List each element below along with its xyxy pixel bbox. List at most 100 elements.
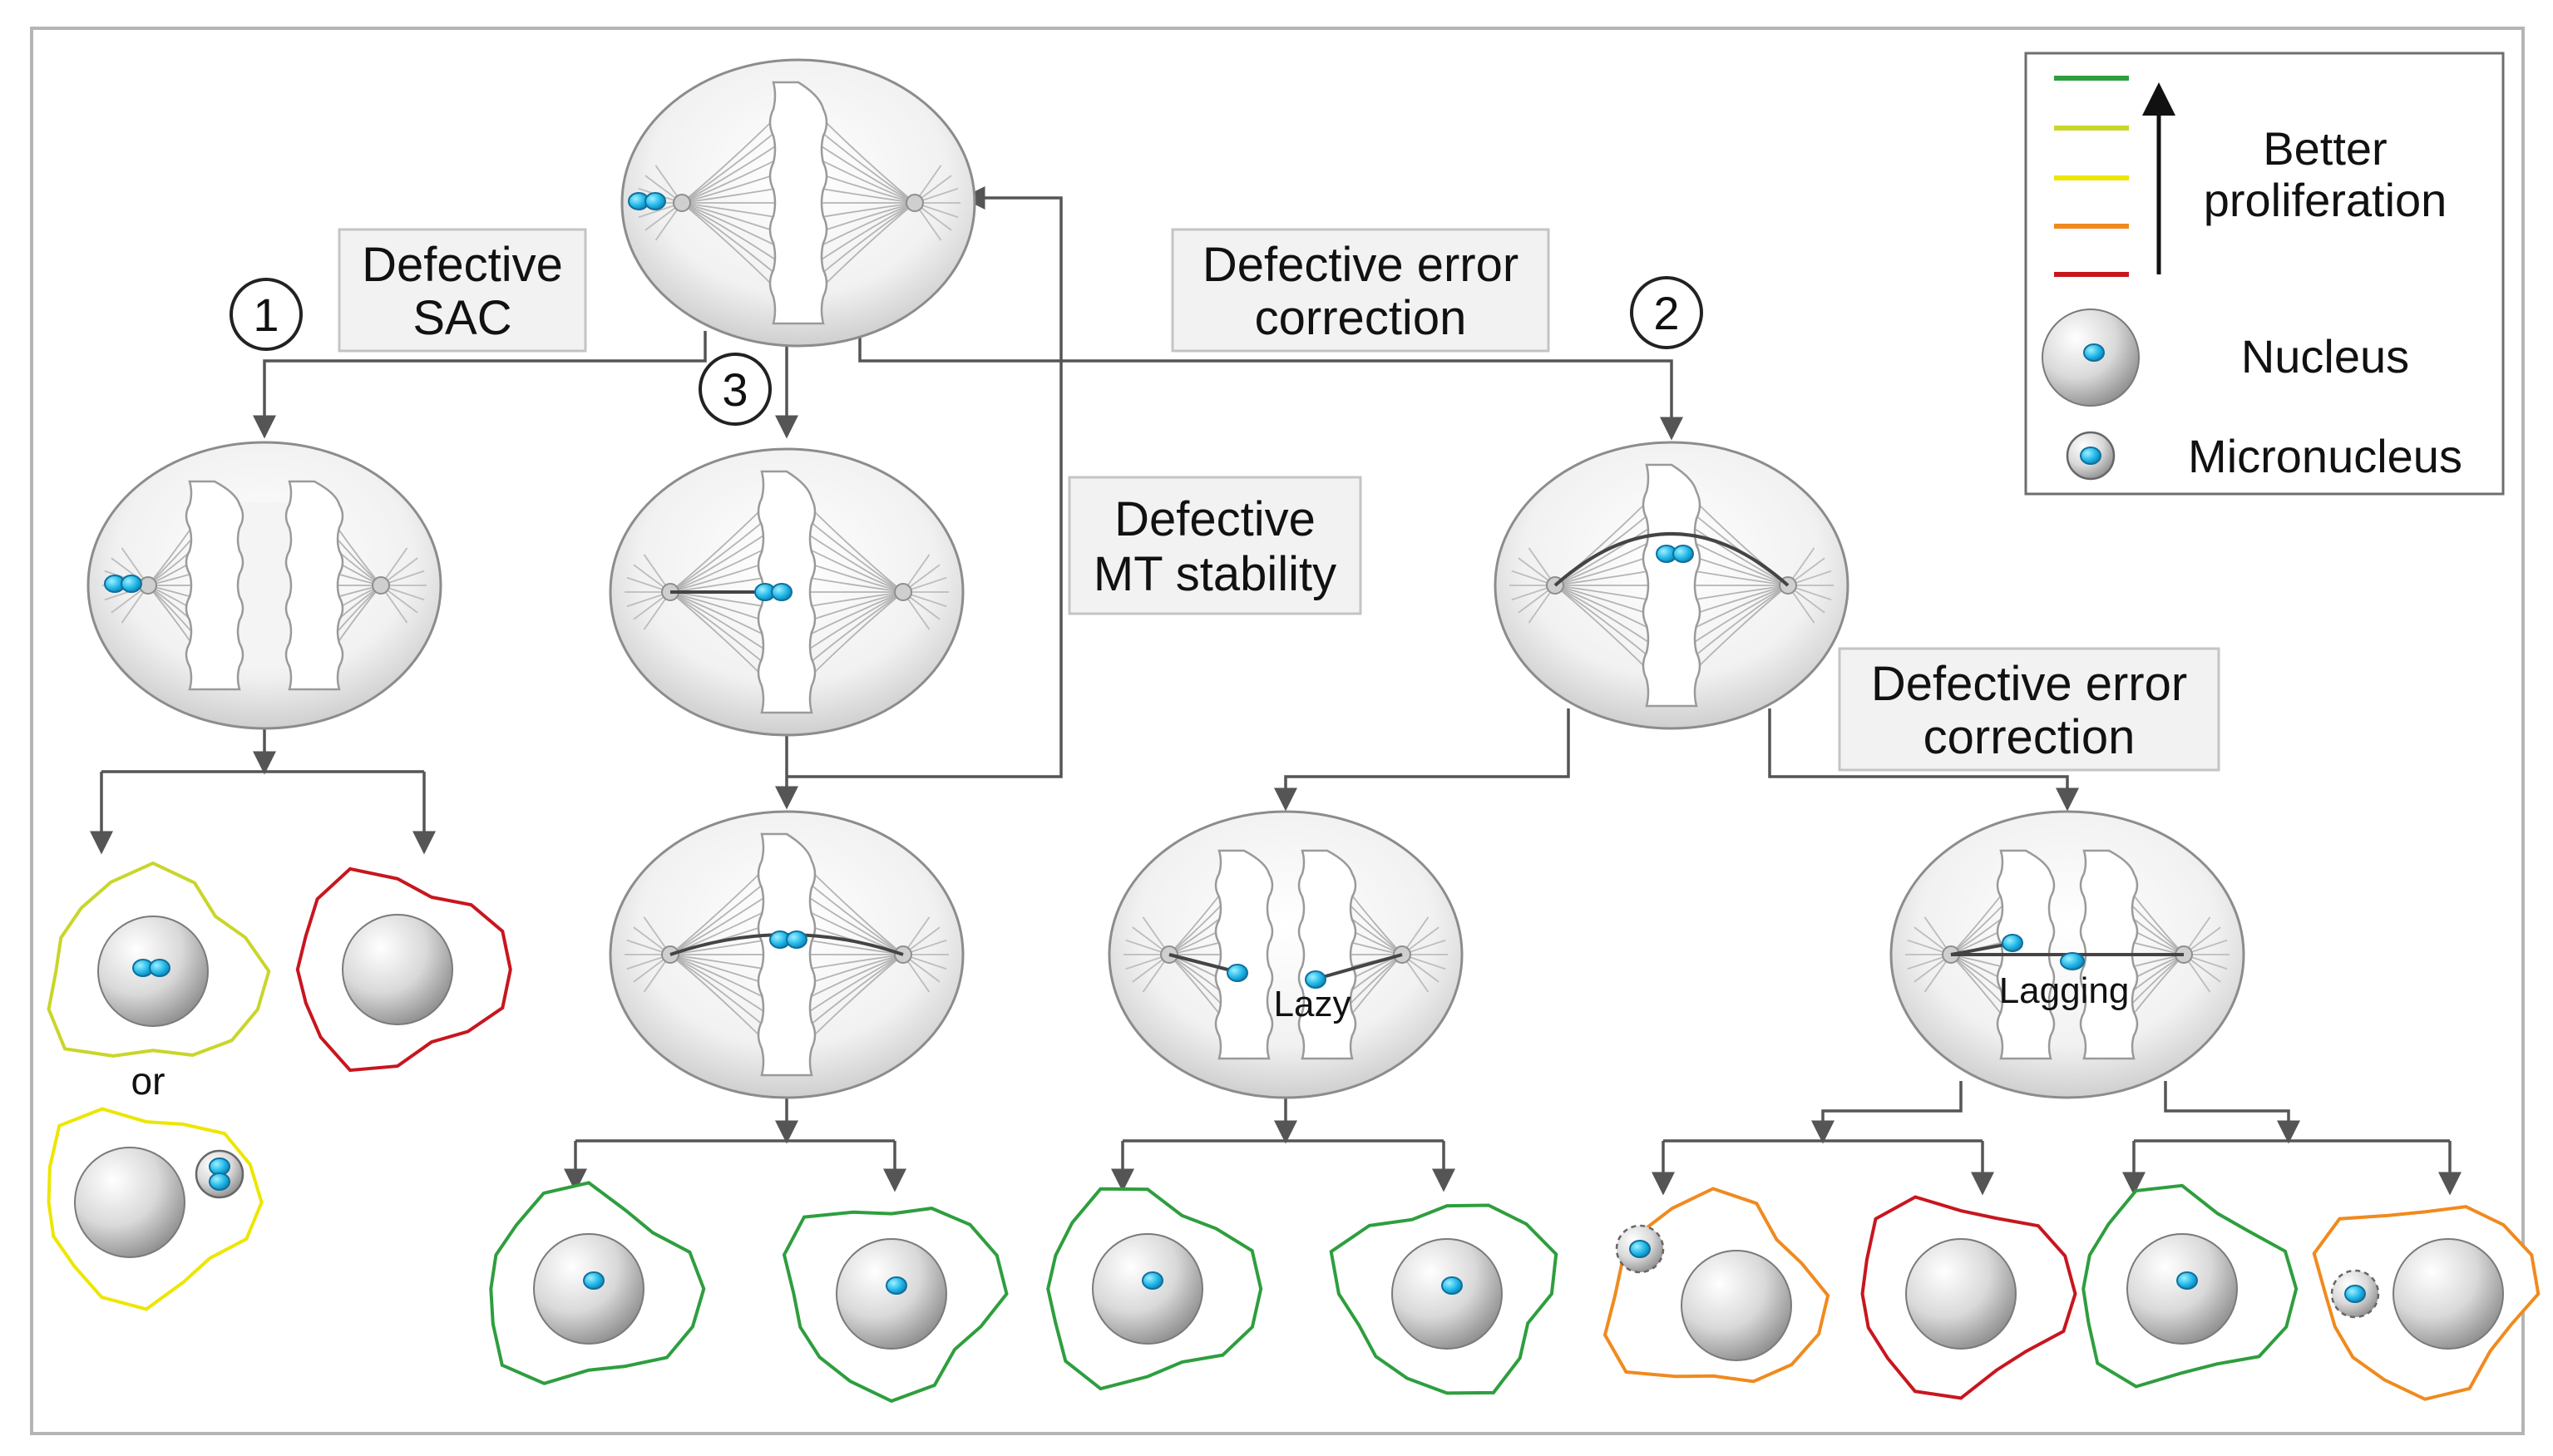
chromosome-pair [104, 575, 142, 593]
daughter-corrected-a [489, 1181, 706, 1385]
lagging-label: Lagging [1999, 970, 2130, 1011]
label-error-correction-top-line1: Defective error [1202, 238, 1518, 292]
chromosome [886, 1276, 907, 1295]
chromosome-pair [209, 1157, 230, 1191]
daughter-lagging-micronucleated-a [1602, 1187, 1830, 1384]
cell-lagging-anaphase [1889, 810, 2245, 1099]
label-defective-error-correction-right: Defective error correction [1838, 647, 2220, 772]
legend-proliferation-line1: Better [2263, 122, 2387, 175]
chromosome [1629, 1240, 1651, 1258]
kinetochore-fiber [1553, 532, 1790, 587]
label-mt-stability-line1: Defective [1114, 492, 1316, 546]
flow-arrow [1274, 708, 1570, 812]
spindle-pole [906, 194, 924, 212]
chromosome [2080, 447, 2101, 465]
label-error-correction-top-line2: correction [1255, 291, 1467, 345]
step-3-badge: 3 [699, 353, 772, 426]
flow-arrow [1768, 708, 2079, 812]
daughter-lazy-a [1046, 1187, 1263, 1391]
label-defective-error-correction-top: Defective error correction [1171, 228, 1550, 353]
spindle-pole [372, 576, 390, 595]
chromosome [1142, 1271, 1163, 1290]
step-2-number: 2 [1653, 287, 1679, 339]
chromosome [2083, 343, 2105, 362]
step-3-number: 3 [722, 363, 748, 416]
daughter-sac-micronucleated [47, 1107, 264, 1311]
kinetochore-fiber [1313, 953, 1403, 981]
legend-nucleus-icon [2042, 308, 2140, 407]
step-1-badge: 1 [230, 278, 303, 351]
chromosome-pair [769, 930, 807, 949]
legend-proliferation-line2: proliferation [2204, 174, 2447, 226]
daughter-lazy-b [1329, 1203, 1558, 1395]
nucleus [74, 1147, 185, 1258]
chromosome-plate [1642, 463, 1701, 708]
label-defective-sac: Defective SAC [338, 228, 587, 353]
nucleus [1092, 1233, 1203, 1345]
chromosome-pair [1656, 545, 1694, 563]
daughter-corrected-b [782, 1207, 1009, 1404]
daughter-lagging-micronucleated-d [2312, 1205, 2541, 1401]
mitotic-cell-membrane [1108, 810, 1464, 1099]
nucleus [836, 1238, 947, 1350]
legend-micronucleus-label: Micronucleus [2188, 430, 2462, 482]
chromosome [1227, 964, 1248, 982]
step-1-number: 1 [253, 289, 279, 341]
cell-gap [231, 502, 298, 669]
step-2-badge: 2 [1630, 276, 1703, 349]
chromosome [2002, 934, 2023, 952]
chromosome-plate [284, 480, 344, 691]
daughter-sac-aneuploid-b [295, 866, 512, 1073]
cell-top-metaphase [620, 58, 976, 348]
daughter-lagging-c [2081, 1183, 2299, 1389]
legend: Better proliferation Nucleus Micronucleu… [2024, 52, 2505, 496]
flow-arrow [1811, 1081, 1963, 1144]
legend-nucleus-label: Nucleus [2241, 330, 2409, 383]
nucleus [1391, 1238, 1503, 1350]
label-defective-sac-line2: SAC [412, 291, 511, 345]
chromosome-plate [1297, 849, 1357, 1060]
chromosome [2176, 1271, 2198, 1290]
nucleus [1905, 1238, 2017, 1350]
label-mt-stability-line2: MT stability [1094, 547, 1336, 601]
flow-arrow [787, 186, 1063, 778]
chromosome [2344, 1285, 2366, 1303]
flow-arrow [858, 334, 1683, 441]
or-label: or [131, 1059, 165, 1103]
nucleus [1681, 1250, 1792, 1361]
chromosome-pair [132, 959, 170, 977]
cell-layer [47, 58, 2541, 1404]
label-defective-sac-line1: Defective [362, 238, 563, 292]
chromosome-plate [768, 81, 828, 325]
chromosome [583, 1271, 605, 1290]
nucleus [342, 914, 453, 1025]
spindle-pole [673, 194, 691, 212]
cell-lazy-anaphase [1108, 810, 1464, 1099]
chromosome-plate [757, 832, 817, 1077]
nucleus [2126, 1233, 2238, 1345]
chromosome-pair [754, 583, 793, 601]
spindle-pole [894, 583, 912, 601]
chromosome [1305, 970, 1326, 989]
chromosome-plate [1214, 849, 1274, 1060]
cell-corrected [609, 810, 965, 1099]
lazy-label: Lazy [1274, 984, 1351, 1024]
cell-sac-anaphase [86, 441, 442, 730]
cell-monotelic [609, 447, 965, 737]
chromosome-plate [185, 480, 244, 691]
label-error-correction-right-line1: Defective error [1871, 657, 2187, 711]
flow-arrow [253, 331, 707, 439]
chromosome [1441, 1276, 1463, 1295]
nucleus [533, 1233, 644, 1345]
nucleus [2393, 1238, 2504, 1350]
cell-merotelic [1494, 441, 1849, 730]
daughter-sac-aneuploid-a [47, 861, 271, 1058]
spindle-pole [139, 576, 157, 595]
arrow-layer [90, 186, 2462, 1196]
label-defective-mt-stability: Defective MT stability [1068, 476, 1362, 615]
daughter-lagging-b [1860, 1195, 2077, 1400]
lagging-chromosome [2060, 952, 2085, 970]
legend-micronucleus-icon [2066, 431, 2116, 481]
label-error-correction-right-line2: correction [1923, 710, 2136, 764]
